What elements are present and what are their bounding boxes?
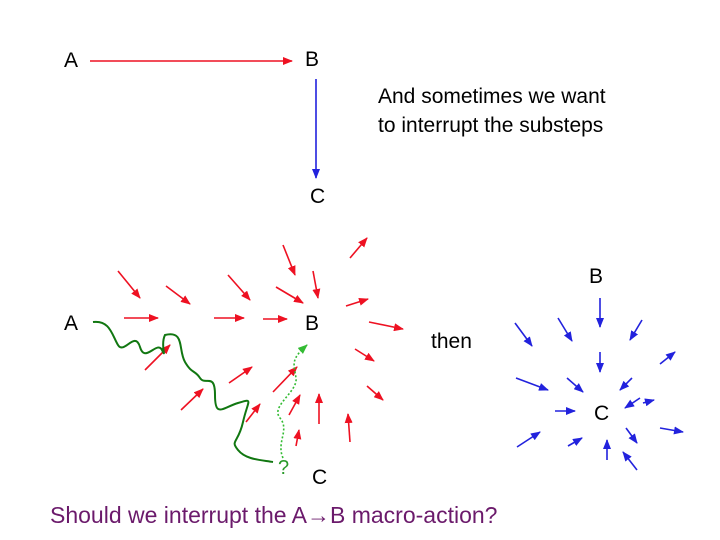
red-field-arrow-13 <box>354 348 375 362</box>
red-field-arrow-6 <box>312 270 321 299</box>
red-field-arrow-7 <box>275 286 304 304</box>
blue-field-arrow-4 <box>629 319 643 341</box>
top-node-a: A <box>64 49 79 72</box>
blue-field-arrow-12 <box>516 431 541 448</box>
question-text: Should we interrupt the A→B macro-action… <box>50 502 498 528</box>
red-field-arrow-18 <box>344 413 353 443</box>
left-node-b: B <box>305 312 320 335</box>
red-field-arrow-17 <box>272 366 298 393</box>
trajectory-path <box>92 320 274 463</box>
red-field-arrow-22 <box>288 394 301 416</box>
right-node-c: C <box>594 402 610 425</box>
red-field-arrow-2 <box>165 285 191 305</box>
right-node-b: B <box>589 265 604 288</box>
blue-field-arrow-2 <box>557 317 573 342</box>
blue-field-arrow-7 <box>659 351 676 365</box>
top-node-b: B <box>305 48 320 71</box>
alternate-path <box>277 344 308 459</box>
red-field-arrow-5 <box>349 237 368 259</box>
red-field-arrow-4 <box>282 244 296 276</box>
red-field-arrow-14 <box>144 344 171 371</box>
top-node-c: C <box>310 185 326 208</box>
blue-field-arrow-9 <box>624 397 641 409</box>
blue-field-arrow-6 <box>566 377 584 393</box>
left-node-c: C <box>312 466 328 489</box>
note-line-1: And sometimes we want <box>378 85 606 108</box>
red-field-arrow-23 <box>293 429 302 447</box>
red-field-arrow-1 <box>117 270 141 299</box>
blue-field-arrow-13 <box>567 437 583 447</box>
blue-field-arrow-8 <box>515 377 549 391</box>
blue-field-arrow-16 <box>642 398 655 407</box>
blue-field-arrow-3 <box>514 322 533 347</box>
red-field-arrow-19 <box>366 385 384 401</box>
red-field-arrow-8 <box>345 297 369 307</box>
red-field-arrow-21 <box>245 403 261 423</box>
left-node-a: A <box>64 312 79 335</box>
then-label: then <box>431 330 472 353</box>
red-field-arrow-3 <box>227 274 251 301</box>
red-field-arrow-16 <box>180 388 204 411</box>
blue-field-arrow-17 <box>659 426 684 435</box>
blue-field-arrow-15 <box>622 451 638 471</box>
red-field-arrow-15 <box>228 366 253 384</box>
question-mark: ? <box>278 457 290 479</box>
note-line-2: to interrupt the substeps <box>378 114 604 137</box>
red-vector-field <box>117 237 404 447</box>
red-field-arrow-9 <box>368 321 404 332</box>
blue-vector-field <box>514 298 684 471</box>
blue-field-arrow-18 <box>625 427 638 444</box>
blue-field-arrow-10 <box>619 377 633 391</box>
